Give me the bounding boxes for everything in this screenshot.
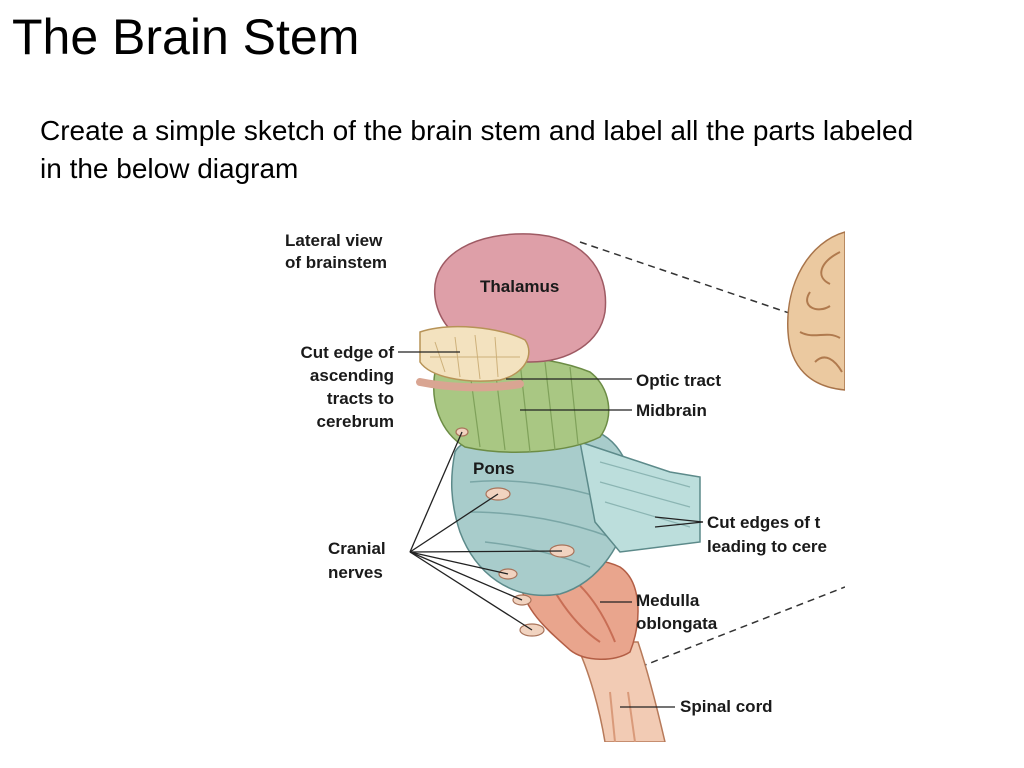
cut-tracts-block bbox=[579, 440, 701, 553]
label-cut-edges-line-2: leading to cere bbox=[707, 537, 827, 556]
label-cut-edge-line-1: Cut edge of bbox=[300, 343, 395, 362]
label-cut-edge-line-3: tracts to bbox=[326, 389, 394, 408]
slide-instructions: Create a simple sketch of the brain stem… bbox=[40, 115, 914, 184]
figure-heading-line-2: of brainstem bbox=[285, 253, 388, 272]
label-cut-edge-line-4: cerebrum bbox=[316, 412, 394, 431]
leader-lines bbox=[398, 351, 704, 708]
label-midbrain: Midbrain bbox=[636, 401, 707, 420]
label-spinal-cord: Spinal cord bbox=[680, 697, 773, 716]
brainstem-illustration bbox=[398, 231, 845, 742]
slide-title: The Brain Stem bbox=[12, 9, 360, 65]
zoom-line-bottom bbox=[639, 586, 845, 668]
label-pons: Pons bbox=[473, 459, 515, 478]
cerebrum-thumbnail bbox=[787, 231, 845, 391]
label-cut-edge-line-2: ascending bbox=[309, 366, 394, 385]
cut-edge-shape bbox=[419, 325, 530, 382]
label-optic-tract: Optic tract bbox=[636, 371, 722, 390]
label-cranial-nerves-line-1: Cranial bbox=[328, 539, 386, 558]
label-cranial-nerves-line-2: nerves bbox=[328, 563, 383, 582]
label-thalamus: Thalamus bbox=[480, 277, 560, 296]
label-cut-edges-line-1: Cut edges of t bbox=[707, 513, 821, 532]
figure-heading-line-1: Lateral view bbox=[285, 231, 383, 250]
label-medulla-line-1: Medulla bbox=[636, 591, 700, 610]
brainstem-figure: Lateral view of brainstem Thalamus Cut e… bbox=[270, 222, 845, 742]
optic-tract-shape bbox=[416, 378, 524, 392]
spinal-cord-shape bbox=[573, 641, 666, 742]
label-medulla-line-2: oblongata bbox=[636, 614, 718, 633]
